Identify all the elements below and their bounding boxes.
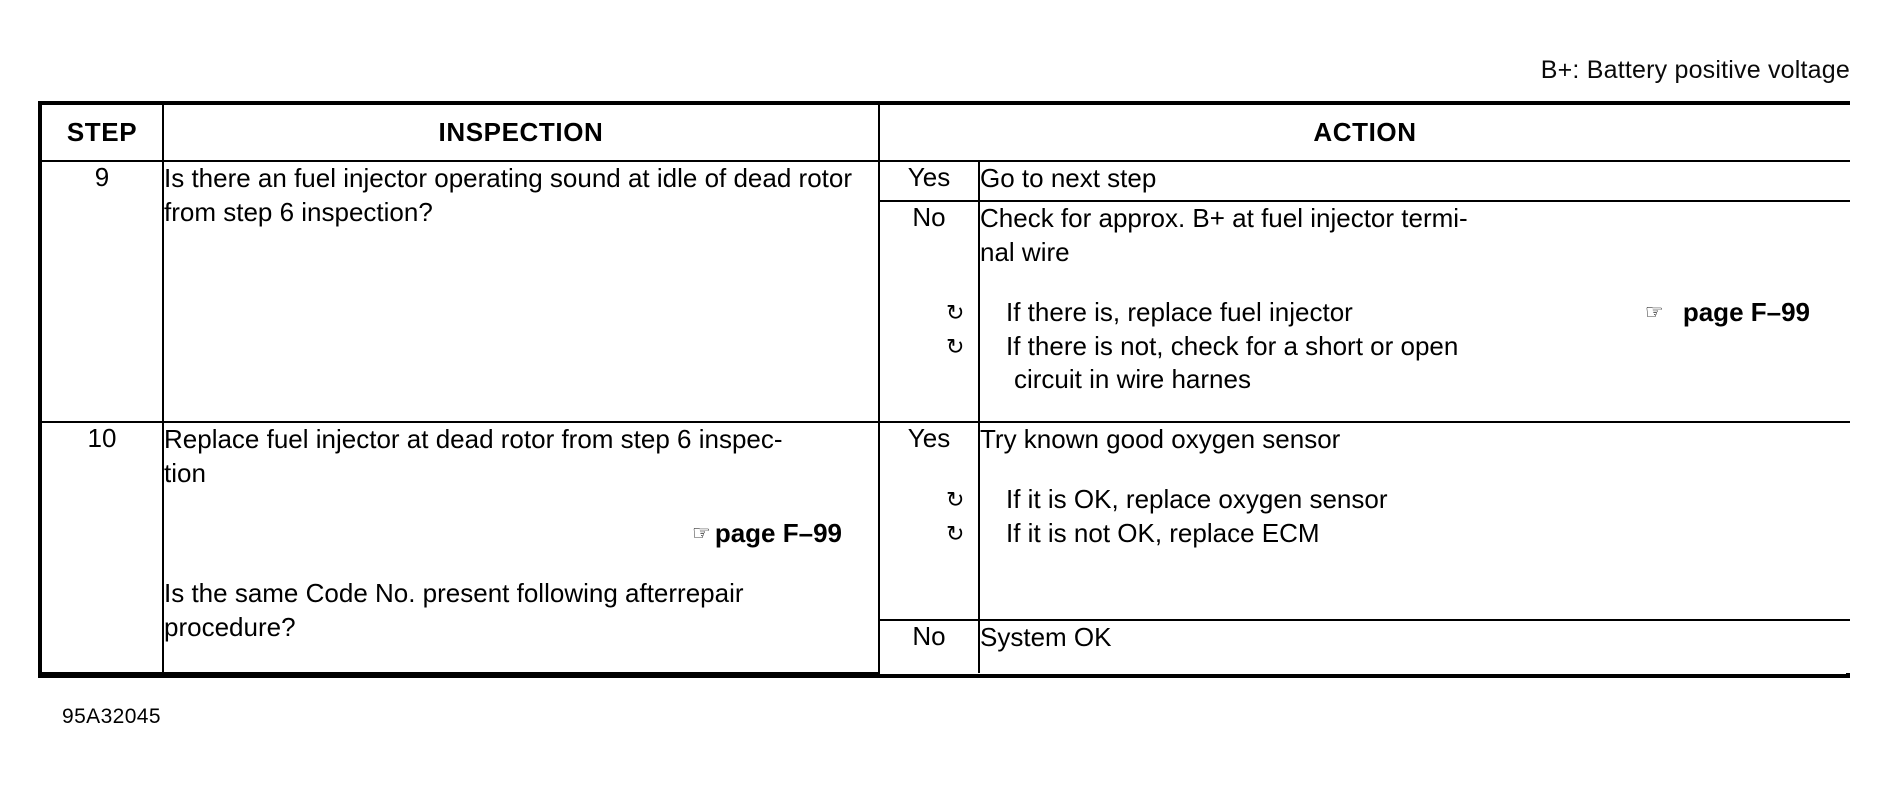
inspection-paragraph: Replace fuel injector at dead rotor from… bbox=[164, 424, 783, 489]
recycle-arrow-icon: ↻ bbox=[946, 299, 965, 325]
list-item-label: If there is, replace fuel injector bbox=[1006, 296, 1353, 327]
action-paragraph: Try known good oxygen sensor bbox=[980, 424, 1341, 455]
action-bullet-list: ↻ If there is, replace fuel injector ☞pag… bbox=[946, 296, 1850, 398]
step-number-9: 9 bbox=[42, 159, 164, 424]
column-header-step-label: STEP bbox=[66, 117, 138, 147]
action-step-10-yes: Try known good oxygen sensor ↻ If it is O… bbox=[946, 421, 1851, 621]
table-row: No System OK bbox=[42, 618, 1851, 673]
column-header-step: STEP bbox=[42, 105, 164, 162]
pointing-hand-icon: ☞ bbox=[692, 522, 711, 546]
action-step-9-no: Check for approx. B+ at fuel injector te… bbox=[946, 200, 1851, 424]
list-item: ↻ If it is not OK, replace ECM bbox=[946, 517, 1850, 551]
list-item: ↻If there is not, check for a short or o… bbox=[946, 330, 1850, 398]
spacer bbox=[980, 457, 1850, 483]
page-reference-label: page F–99 bbox=[714, 518, 842, 549]
table-row: No Check for approx. B+ at fuel injector… bbox=[42, 200, 1851, 424]
column-header-action: ACTION bbox=[877, 105, 1851, 162]
recycle-arrow-icon: ↻ bbox=[946, 487, 965, 513]
action-paragraph: Go to next step bbox=[980, 163, 1157, 193]
inspection-text-step-9: Is there an fuel injector operating soun… bbox=[162, 159, 880, 424]
action-paragraph: System OK bbox=[980, 621, 1112, 652]
action-paragraph: Check for approx. B+ at fuel injector te… bbox=[980, 203, 1468, 267]
action-step-9-yes: Go to next step bbox=[977, 159, 1851, 203]
list-item-label: If it is not OK, replace ECM bbox=[1006, 518, 1320, 549]
list-item-label: If it is OK, replace oxygen sensor bbox=[1006, 484, 1388, 515]
page-reference-f99: ☞page F–99 bbox=[164, 517, 878, 551]
list-item: ↻ If there is, replace fuel injector ☞pag… bbox=[946, 296, 1850, 330]
column-header-inspection-label: INSPECTION bbox=[438, 117, 604, 147]
spacer bbox=[980, 270, 1850, 296]
answer-no-step-9: No bbox=[879, 200, 980, 424]
action-bullet-list: ↻ If it is OK, replace oxygen sensor ↻ If … bbox=[946, 483, 1850, 551]
inspection-question: Is the same Code No. present following a… bbox=[164, 577, 744, 642]
inspection-text-step-10: Replace fuel injector at dead rotor from… bbox=[162, 421, 880, 674]
inspection-paragraph: Is there an fuel injector operating soun… bbox=[164, 163, 852, 227]
list-item-continuation: circuit in wire harnes bbox=[1014, 364, 1251, 395]
footer-figure-code: 95A32045 bbox=[62, 705, 161, 728]
action-step-10-no: System OK bbox=[977, 618, 1851, 673]
answer-no-step-10: No bbox=[879, 618, 980, 673]
column-header-inspection: INSPECTION bbox=[162, 105, 880, 162]
recycle-arrow-icon: ↻ bbox=[946, 333, 965, 359]
step-number-10: 10 bbox=[42, 421, 164, 674]
table-header-row: STEP INSPECTION ACTION bbox=[42, 105, 1851, 162]
answer-yes-step-10: Yes bbox=[878, 421, 980, 621]
column-header-action-label: ACTION bbox=[1313, 117, 1417, 147]
table-row: 10 Replace fuel injector at dead rotor f… bbox=[42, 421, 1851, 674]
legend-battery-voltage: B+: Battery positive voltage bbox=[1540, 56, 1850, 84]
answer-yes-step-9: Yes bbox=[878, 159, 980, 203]
list-item: ↻ If it is OK, replace oxygen sensor bbox=[946, 483, 1850, 517]
page-reference-label: page F–99 bbox=[1682, 296, 1811, 327]
recycle-arrow-icon: ↻ bbox=[946, 521, 965, 547]
diagnostic-table: STEP INSPECTION ACTION 9 Is there an fue… bbox=[38, 101, 1851, 678]
table-row: 9 Is there an fuel injector operating so… bbox=[42, 159, 1851, 424]
page-reference-f99: ☞page F–99 bbox=[1644, 296, 1811, 327]
